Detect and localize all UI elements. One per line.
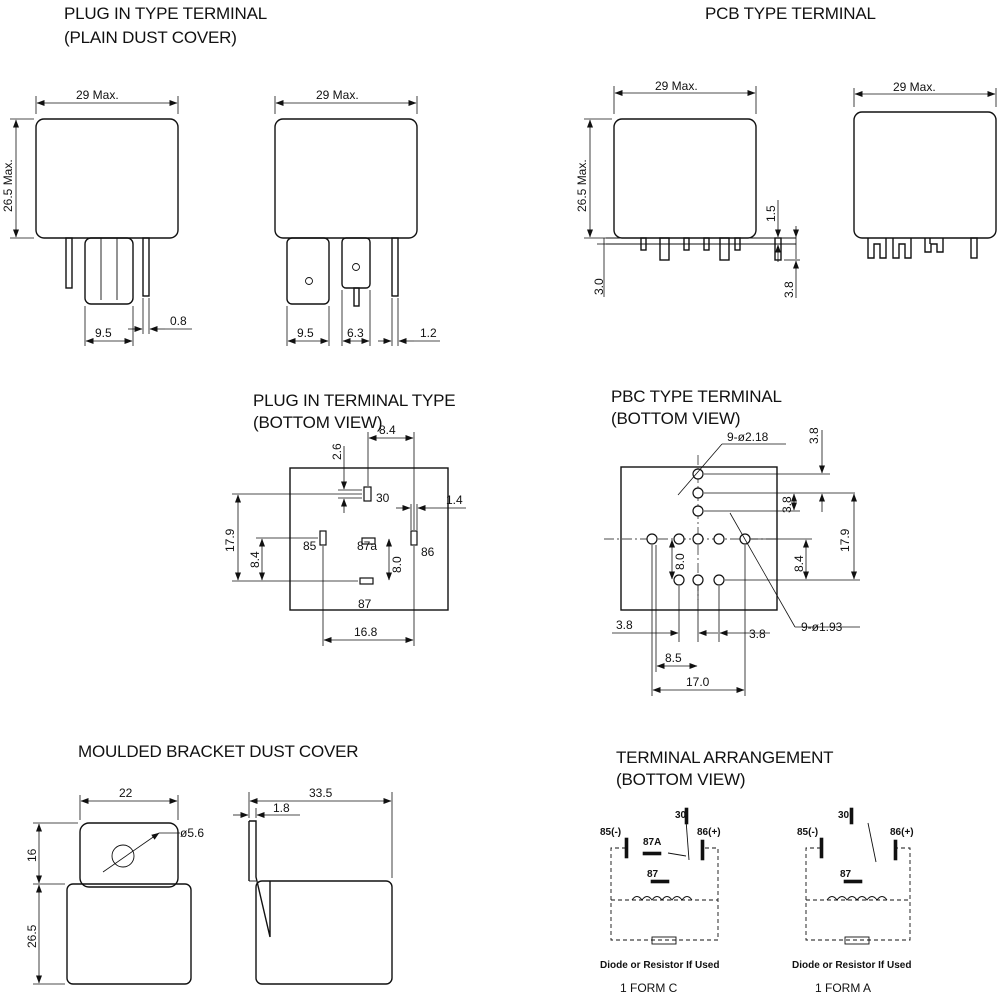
pbc-bottom-title: PBC TYPE TERMINAL (611, 387, 782, 406)
form-c-t30-label: 30 (675, 810, 687, 821)
pcb-hole (692, 533, 704, 545)
plug-in-height-dim: 26.5 Max. (1, 159, 15, 212)
terminal-30 (363, 486, 372, 502)
pcb-hole (673, 533, 685, 545)
pcb-hole (692, 505, 704, 517)
pcb-hole (673, 574, 685, 586)
terminal-85-label: 85 (303, 539, 317, 553)
plug-in-tab-width-dim: 6.3 (347, 326, 364, 340)
plug-in-pin-spacing-dim: 9.5 (95, 326, 112, 340)
form-a-name: 1 FORM A (815, 981, 871, 995)
pcb-type-panel: PCB TYPE TERMINAL 29 Max. 26.5 Max. (575, 4, 997, 298)
form-c-t86-label: 86(+) (697, 827, 721, 838)
pbc-small-hole-dim: 9-ø1.93 (801, 620, 843, 634)
pbc-inner-dim: 8.4 (792, 555, 806, 572)
pbc-left-dim: 3.8 (616, 618, 633, 632)
terminal-87a (361, 537, 376, 545)
bracket-thickness-dim: 1.8 (273, 801, 290, 815)
bracket-front-view: ø5.6 22 16 26.5 (25, 786, 204, 985)
pbc-mid-dim: 8.5 (665, 651, 682, 665)
pcb-pin-length-left-dim: 3.0 (592, 278, 606, 295)
pcb-pin-length-right-dim: 3.8 (782, 281, 796, 298)
bracket-length-dim: 33.5 (309, 786, 333, 800)
form-a-diagram: 30 85(-) 86(+) 87 Diode or Resistor If U… (792, 807, 914, 995)
plug-in-width-dim: 29 Max. (76, 88, 119, 102)
plug-in-pin-thickness-dim: 0.8 (170, 314, 187, 328)
plug-in-side-view: 29 Max. 9.5 6.3 1.2 (274, 88, 440, 346)
plug-in-bottom-right-dim: 1.4 (446, 493, 463, 507)
pcb-width-dim: 29 Max. (655, 79, 698, 93)
form-c-note: Diode or Resistor If Used (600, 960, 719, 971)
pcb-height-dim: 26.5 Max. (575, 159, 589, 212)
pcb-type-title: PCB TYPE TERMINAL (705, 4, 876, 23)
plug-in-bottom-inner-dim: 8.4 (248, 551, 262, 568)
bracket-height-dim: 16 (25, 848, 39, 862)
plug-in-bottom-title: PLUG IN TERMINAL TYPE (253, 391, 455, 410)
plug-in-pin-thickness-dim-2: 1.2 (420, 326, 437, 340)
pcb-hole (646, 533, 658, 545)
plug-in-type-title: PLUG IN TYPE TERMINAL (64, 4, 267, 23)
form-a-note: Diode or Resistor If Used (792, 960, 911, 971)
plug-in-bottom-height-dim: 17.9 (223, 528, 237, 552)
bracket-side-view: 33.5 1.8 (233, 786, 393, 985)
pcb-hole (713, 574, 725, 586)
terminal-85 (319, 530, 327, 546)
bracket-title: MOULDED BRACKET DUST COVER (78, 742, 358, 761)
form-c-t87a-label: 87A (643, 837, 661, 848)
pcb-side-view: 29 Max. (853, 80, 997, 259)
bracket-width-dim: 22 (119, 786, 133, 800)
pbc-top-dim: 3.8 (807, 427, 821, 444)
pcb-width-dim-2: 29 Max. (893, 80, 936, 94)
plug-in-type-panel: PLUG IN TYPE TERMINAL (PLAIN DUST COVER)… (1, 4, 440, 346)
terminal-30-label: 30 (376, 491, 390, 505)
terminal-87 (359, 577, 374, 585)
pbc-bottom-panel: PBC TYPE TERMINAL (BOTTOM VIEW) 9-ø2.18 … (604, 387, 860, 696)
form-c-t87-label: 87 (647, 869, 659, 880)
pbc-center-dim: 8.0 (673, 553, 687, 570)
form-a-t30-label: 30 (838, 810, 850, 821)
pbc-bottom-subtitle: (BOTTOM VIEW) (611, 409, 740, 428)
plug-in-bottom-subtitle: (BOTTOM VIEW) (253, 413, 382, 432)
plug-in-bottom-panel: PLUG IN TERMINAL TYPE (BOTTOM VIEW) 30 8… (223, 391, 466, 646)
form-c-diagram: 30 85(-) 86(+) 87A 87 Diode or Resistor … (600, 807, 721, 995)
bracket-panel: MOULDED BRACKET DUST COVER ø5.6 22 16 26… (25, 742, 393, 985)
bracket-hole-dim: ø5.6 (180, 826, 204, 840)
form-a-t87-label: 87 (840, 869, 852, 880)
plug-in-bottom-top-dim: 8.4 (379, 423, 396, 437)
plug-in-bottom-tab-gap-dim: 2.6 (330, 443, 344, 460)
terminal-87-label: 87 (358, 597, 372, 611)
terminal-86-label: 86 (421, 545, 435, 559)
form-c-name: 1 FORM C (620, 981, 678, 995)
pcb-hole (692, 574, 704, 586)
pbc-large-hole-dim: 9-ø2.18 (727, 430, 769, 444)
form-a-t85-label: 85(-) (797, 827, 818, 838)
plug-in-pin-spacing-dim-2: 9.5 (297, 326, 314, 340)
pcb-front-view: 29 Max. 26.5 Max. 3.0 1.5 3.8 (575, 79, 800, 298)
bracket-body-height-dim: 26.5 (25, 924, 39, 948)
plug-in-front-view: 29 Max. 26.5 Max. 9.5 0.8 (1, 88, 192, 346)
plug-in-width-dim-2: 29 Max. (316, 88, 359, 102)
pcb-hole (692, 487, 704, 499)
pcb-hole (692, 468, 704, 480)
plain-dust-cover-subtitle: (PLAIN DUST COVER) (64, 28, 237, 47)
pbc-height-dim: 17.9 (838, 528, 852, 552)
terminal-87a-label: 87a (357, 539, 377, 553)
plug-in-bottom-width-dim: 16.8 (354, 625, 378, 639)
arrangement-title: TERMINAL ARRANGEMENT (616, 748, 833, 767)
terminal-86 (410, 530, 418, 546)
pbc-right-dim: 3.8 (749, 627, 766, 641)
pbc-pitch-dim: 3.8 (780, 496, 794, 513)
pbc-width-dim: 17.0 (686, 675, 710, 689)
pcb-hole (713, 533, 725, 545)
form-a-t86-label: 86(+) (890, 827, 914, 838)
plug-in-bottom-center-dim: 8.0 (390, 556, 404, 573)
terminal-arrangement-panel: TERMINAL ARRANGEMENT (BOTTOM VIEW) 30 85… (600, 748, 914, 995)
form-c-t85-label: 85(-) (600, 827, 621, 838)
pcb-standoff-dim: 1.5 (764, 205, 778, 222)
arrangement-subtitle: (BOTTOM VIEW) (616, 770, 745, 789)
